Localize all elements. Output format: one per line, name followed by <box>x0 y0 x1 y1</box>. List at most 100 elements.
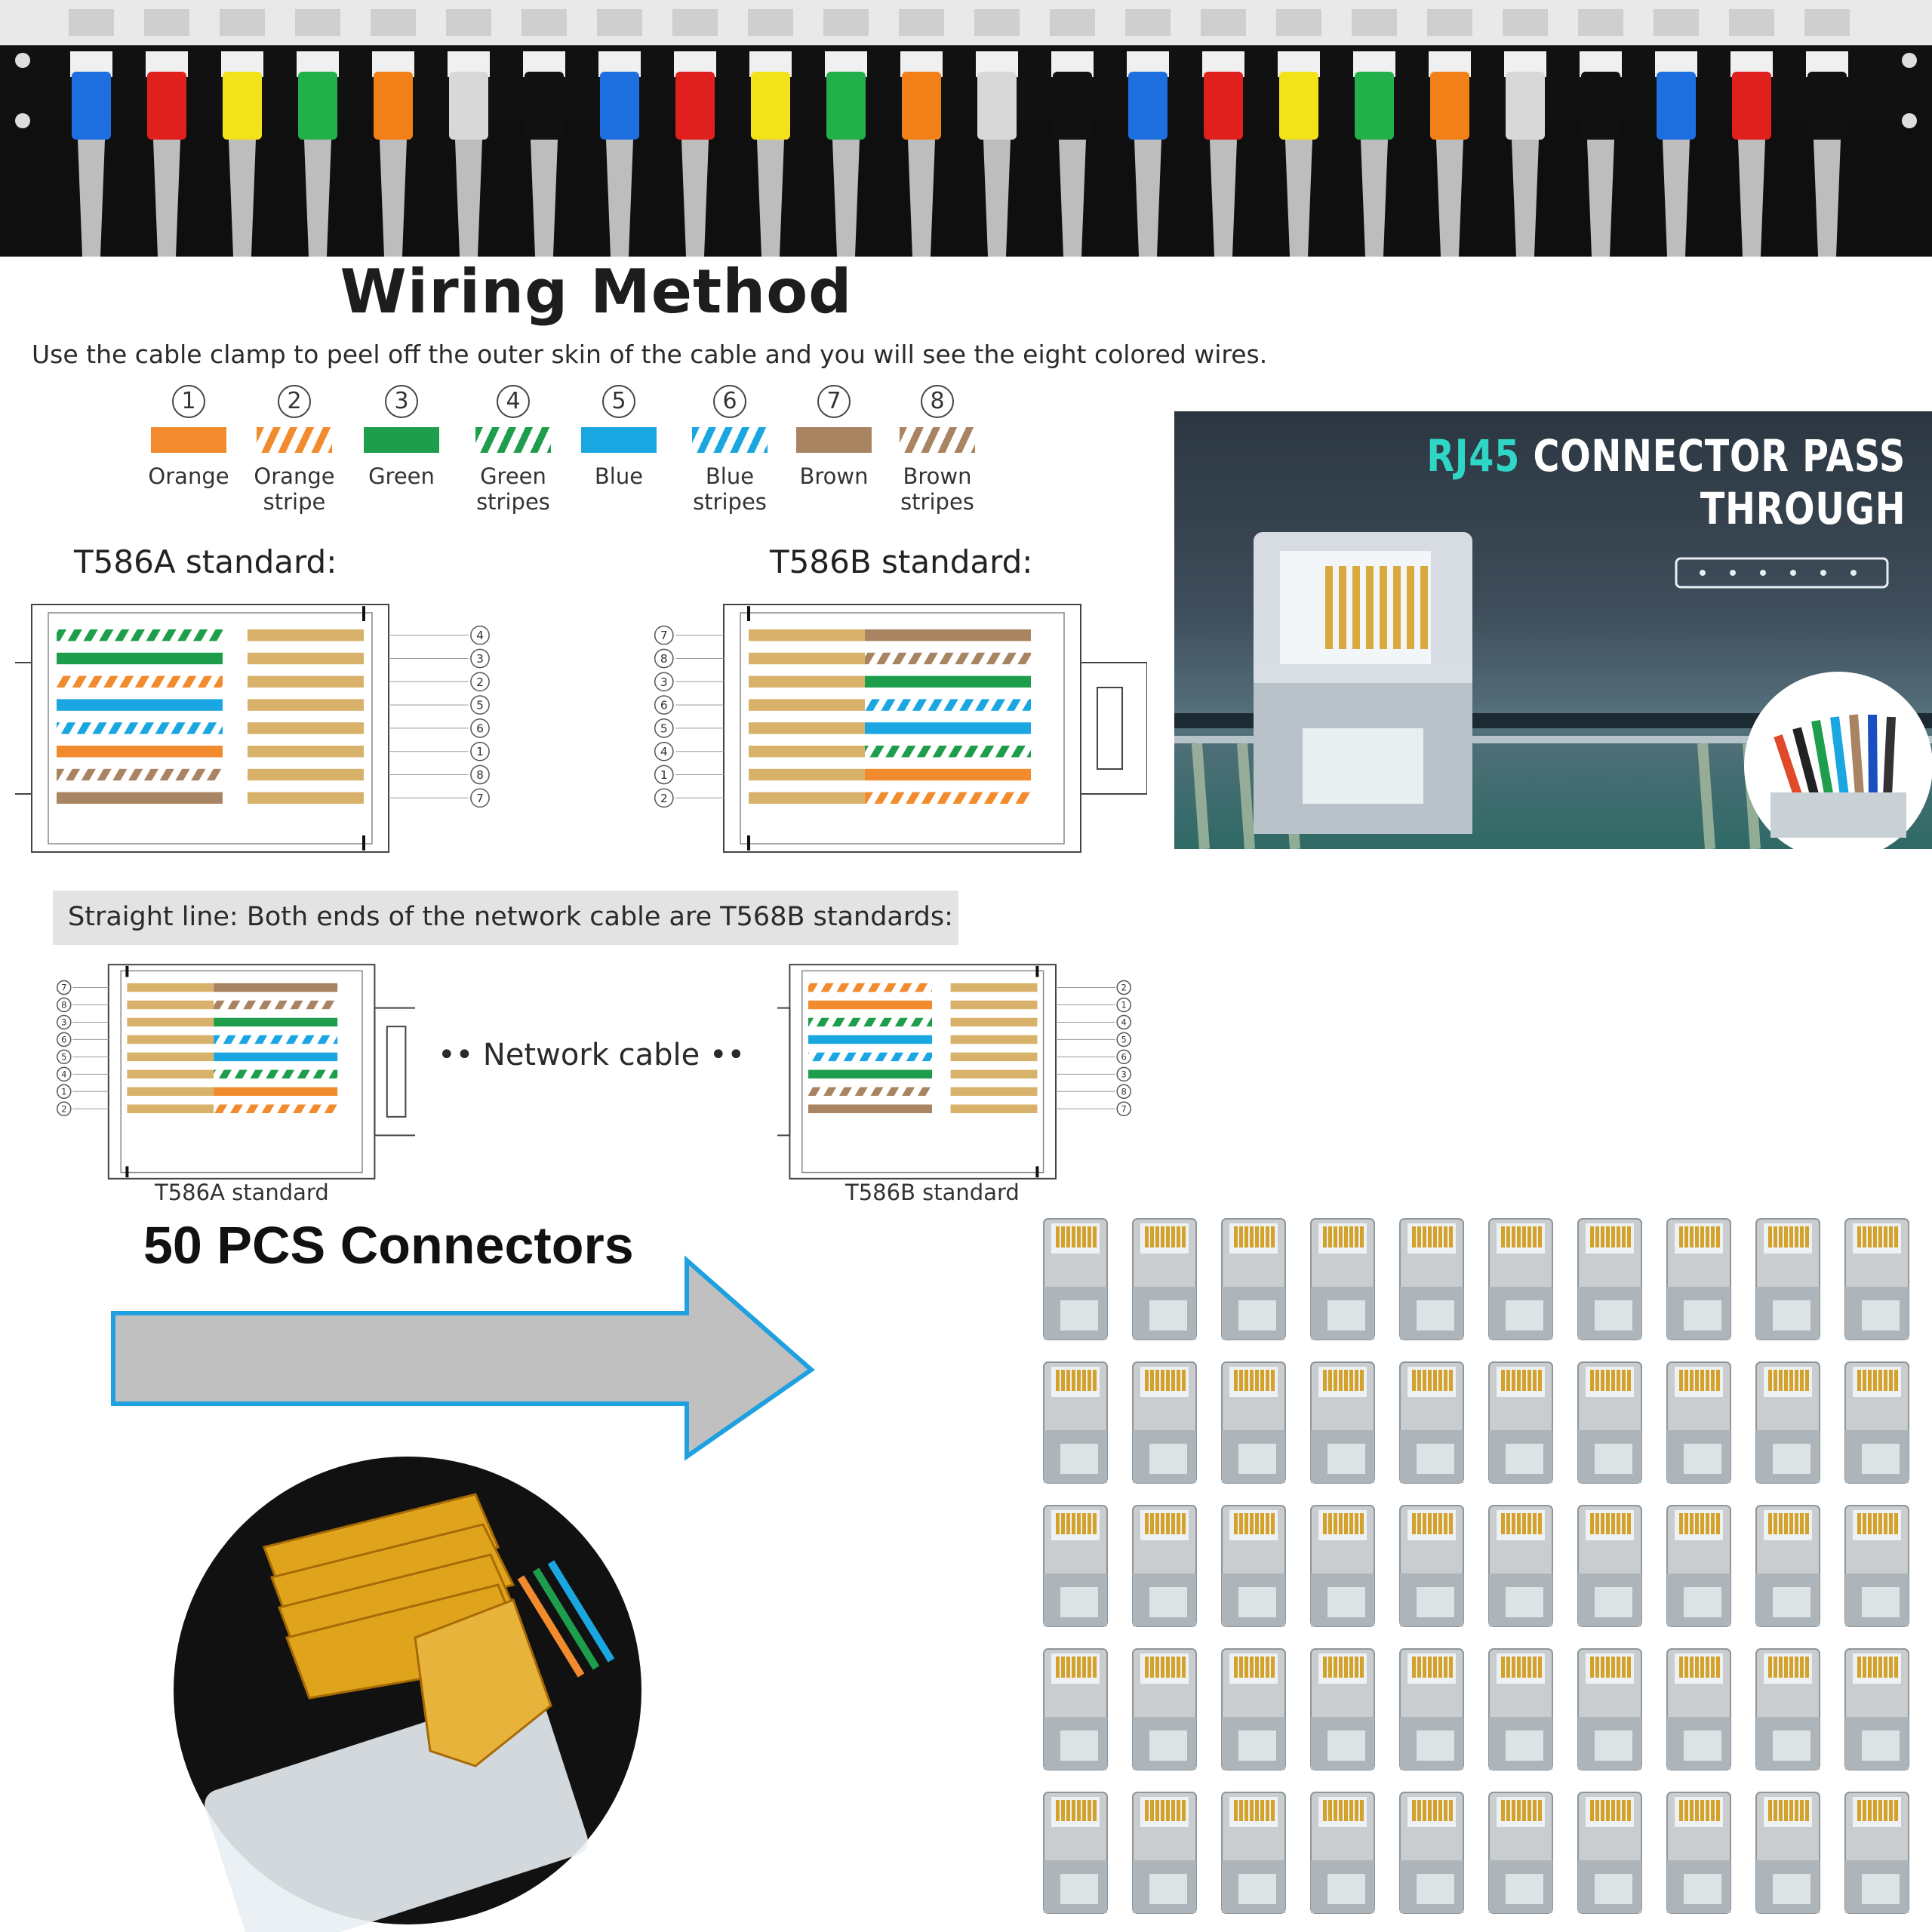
rack-hole <box>15 113 30 128</box>
wire-swatch <box>364 427 439 453</box>
patch-port <box>899 9 944 257</box>
wire-label-line: stripes <box>693 489 767 515</box>
wire-swatch <box>257 427 332 453</box>
rj45-connector-icon <box>1572 1785 1647 1921</box>
rj45-connector-icon <box>1839 1498 1915 1634</box>
wire-label: Blue <box>566 463 672 489</box>
rj45-headline-accent: RJ45 <box>1426 430 1521 481</box>
pin-number: 1 <box>476 745 484 758</box>
rj45-pass-through-photo <box>1174 411 1932 849</box>
straight-line-banner <box>53 891 958 945</box>
pin-number: 3 <box>61 1017 66 1028</box>
patch-port <box>1427 9 1472 257</box>
wire-line: 3 <box>56 1014 338 1030</box>
wire-line: 7 <box>654 625 1031 645</box>
wire-line: 3 <box>808 1066 1131 1082</box>
pin-number: 1 <box>660 768 668 782</box>
rj45-connector-icon <box>1038 1211 1113 1347</box>
patch-port <box>220 9 265 257</box>
rj45-connector-icon <box>1483 1211 1558 1347</box>
pin-number: 4 <box>61 1069 66 1079</box>
wire-line: 5 <box>654 718 1031 738</box>
rj45-connector-icon <box>1305 1641 1380 1777</box>
pin-number: 7 <box>1121 1103 1127 1114</box>
wire-number: 3 <box>385 385 418 418</box>
rj45-connector-icon <box>1839 1355 1915 1491</box>
wire-label-line: Blue <box>594 463 644 489</box>
wire-line: 8 <box>808 1084 1131 1100</box>
rj45-connector-icon <box>1661 1498 1737 1634</box>
wire-line: 4 <box>57 625 490 645</box>
rj45-connector-icon <box>1038 1785 1113 1921</box>
wire-label: Green <box>349 463 454 489</box>
wire-number: 6 <box>713 385 746 418</box>
rj45-connector-illustration <box>1174 532 1932 849</box>
wire-number: 2 <box>278 385 311 418</box>
t586a-caption: T586A standard <box>155 1180 329 1205</box>
patch-port <box>371 9 416 257</box>
patch-port <box>295 9 340 257</box>
pin-number: 7 <box>660 629 668 642</box>
rj45-connector-icon <box>1750 1211 1826 1347</box>
patch-port <box>1503 9 1548 257</box>
wire-label: Brown <box>781 463 887 489</box>
wire-label-line: stripe <box>263 489 326 515</box>
rj45-connector-icon <box>1394 1785 1469 1921</box>
straight-line-text: Straight line: Both ends of the network … <box>68 902 953 932</box>
wire-line: 2 <box>56 1101 338 1117</box>
rj45-connector-icon <box>1216 1785 1291 1921</box>
wire-line: 4 <box>56 1066 338 1082</box>
wire-line: 8 <box>56 997 338 1013</box>
rj45-connector-icon <box>1750 1641 1826 1777</box>
rj45-connector-icon <box>1750 1785 1826 1921</box>
rj45-connector-icon <box>1750 1498 1826 1634</box>
wire-line: 2 <box>808 980 1131 995</box>
pin-number: 4 <box>660 745 668 758</box>
wire-label-line: Orange <box>148 463 229 489</box>
rj45-connector-icon <box>1216 1641 1291 1777</box>
rack-hole <box>1902 53 1917 68</box>
connector-grid <box>1034 1208 1932 1932</box>
pin-number: 4 <box>1121 1017 1127 1028</box>
rj45-connector-icon <box>1127 1641 1202 1777</box>
patch-port <box>1804 9 1850 257</box>
pin-number: 7 <box>61 983 66 993</box>
wire-line: 7 <box>57 788 490 808</box>
patch-port <box>521 9 567 257</box>
rack-hole <box>1902 113 1917 128</box>
wire-swatch <box>796 427 872 453</box>
wire-line: 2 <box>57 672 490 692</box>
wire-label-line: Green <box>368 463 435 489</box>
wire-line: 5 <box>57 695 490 715</box>
wire-line: 3 <box>654 672 1031 692</box>
pin-number: 4 <box>476 629 484 642</box>
rj45-connector-icon <box>1661 1785 1737 1921</box>
rj45-connector-icon <box>1305 1785 1380 1921</box>
rj45-connector-icon <box>1572 1498 1647 1634</box>
rj45-connector-icon <box>1394 1211 1469 1347</box>
pin-number: 6 <box>1121 1051 1127 1062</box>
patch-port <box>446 9 491 257</box>
pin-number: 1 <box>61 1086 66 1097</box>
rack-hole <box>15 53 30 68</box>
patch-panel-photo <box>0 0 1932 257</box>
rj45-connector-icon <box>1305 1211 1380 1347</box>
rj45-connector-icon <box>1661 1355 1737 1491</box>
pin-number: 1 <box>1121 1000 1127 1011</box>
rj45-connector-icon <box>1661 1641 1737 1777</box>
patch-panel-illustration <box>0 0 1932 257</box>
pin-number: 2 <box>61 1103 66 1114</box>
patch-port <box>597 9 642 257</box>
pin-number: 8 <box>61 1000 66 1011</box>
